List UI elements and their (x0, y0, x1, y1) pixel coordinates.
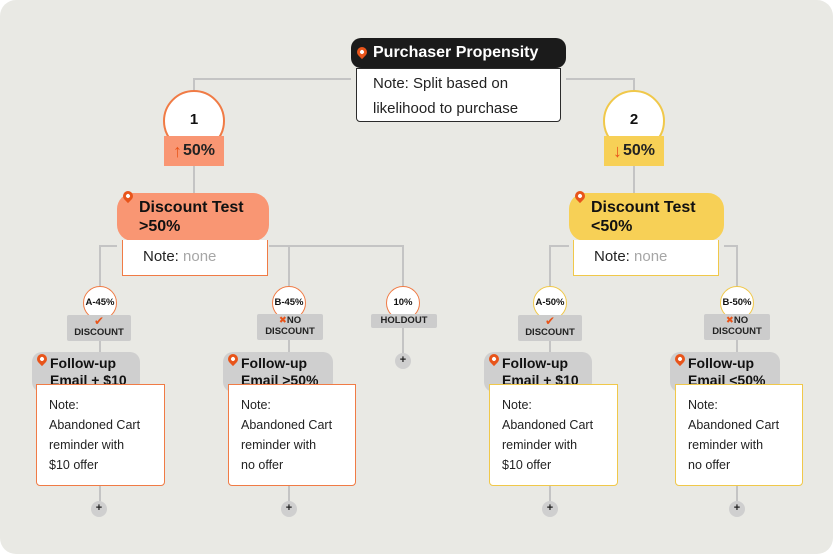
plus-icon[interactable]: + (395, 353, 411, 369)
branch-2-trend-value: 50% (622, 142, 656, 159)
branch-1-test-title-line2: >50% (139, 218, 181, 235)
split-b45-fu-line1: Follow-up (241, 355, 308, 371)
split-a50-note-3: reminder with (502, 438, 578, 452)
split-b50-tag: ✖NO DISCOUNT (704, 314, 770, 340)
branch-1-trend-value: 50% (182, 142, 216, 159)
check-icon: ✔ (544, 314, 556, 328)
split-a45-note-1: Note: (49, 398, 79, 412)
plus-icon[interactable]: + (91, 501, 107, 517)
split-b45-tag: ✖NO DISCOUNT (257, 314, 323, 340)
location-pin-icon (354, 44, 370, 60)
root-title-text: Purchaser Propensity (373, 44, 539, 61)
split-b45-note-3: reminder with (241, 438, 317, 452)
split-a45-tag-text: DISCOUNT (74, 327, 124, 338)
split-a45-pct: A-45% (83, 286, 117, 320)
location-pin-icon (225, 351, 241, 367)
branch-2-note-label: Note: (594, 248, 630, 265)
location-pin-icon (486, 351, 502, 367)
x-icon: ✖ (725, 315, 734, 326)
branch-2-test-title[interactable]: Discount Test <50% (569, 188, 724, 241)
branch-1-trend-badge: ↑ 50% (164, 136, 224, 166)
root-node-title[interactable]: Purchaser Propensity (351, 38, 566, 68)
split-a50-note-4: $10 offer (502, 458, 552, 472)
root-note-line2: likelihood to purchase (373, 100, 519, 117)
split-a45-tag: ✔ DISCOUNT (67, 315, 131, 341)
split-b50-fu-line1: Follow-up (688, 355, 755, 371)
branch-1-test-title[interactable]: Discount Test >50% (117, 188, 269, 241)
split-b50-tag-line2: DISCOUNT (712, 326, 762, 337)
branch-2-test-title-line2: <50% (591, 218, 633, 235)
arrow-down-icon: ↓ (612, 141, 622, 161)
branch-2-test-title-line1: Discount Test (591, 199, 696, 216)
split-b45-tag-line2: DISCOUNT (265, 326, 315, 337)
split-b50-tag-line1-wrap: ✖NO (704, 315, 770, 326)
root-node-note: Note: Split based on likelihood to purch… (356, 68, 561, 122)
plus-icon[interactable]: + (542, 501, 558, 517)
split-b50-note-4: no offer (688, 458, 731, 472)
branch-1-test-note: Note: none (122, 240, 268, 276)
branch-2-test-note: Note: none (573, 240, 719, 276)
split-b50-note-3: reminder with (688, 438, 764, 452)
split-a45-note-2: Abandoned Cart (49, 418, 141, 432)
split-a50-tag-text: DISCOUNT (525, 327, 575, 338)
split-b50-note-2: Abandoned Cart (688, 418, 780, 432)
branch-2-note-value: none (634, 248, 668, 265)
split-a50-note-2: Abandoned Cart (502, 418, 594, 432)
plus-icon[interactable]: + (281, 501, 297, 517)
arrow-up-icon: ↑ (172, 141, 182, 161)
location-pin-icon (34, 351, 50, 367)
check-icon: ✔ (93, 314, 105, 328)
split-a50-followup-note: Note: Abandoned Cart reminder with $10 o… (489, 384, 618, 486)
split-a45-followup-note: Note: Abandoned Cart reminder with $10 o… (36, 384, 165, 486)
split-b45-tag-line1: NO (286, 315, 302, 326)
split-b45-followup-note: Note: Abandoned Cart reminder with no of… (228, 384, 356, 486)
x-icon: ✖ (278, 315, 287, 326)
plus-icon[interactable]: + (729, 501, 745, 517)
split-a50-fu-line1: Follow-up (502, 355, 569, 371)
branch-1-note-value: none (183, 248, 217, 265)
split-a50-note-1: Note: (502, 398, 532, 412)
location-pin-icon (672, 351, 688, 367)
split-b50-tag-line1: NO (733, 315, 749, 326)
split-b45-tag-line1-wrap: ✖NO (257, 315, 323, 326)
branch-1-note-label: Note: (143, 248, 179, 265)
split-b50-note-1: Note: (688, 398, 718, 412)
split-a45-note-3: reminder with (49, 438, 125, 452)
root-note-line1: Note: Split based on (373, 75, 509, 92)
branch-2-trend-badge: ↓ 50% (604, 136, 664, 166)
split-b50-followup-note: Note: Abandoned Cart reminder with no of… (675, 384, 803, 486)
branch-1-test-title-line1: Discount Test (139, 199, 244, 216)
split-a45-fu-line1: Follow-up (50, 355, 117, 371)
split-b45-note-2: Abandoned Cart (241, 418, 333, 432)
split-a50-tag: ✔ DISCOUNT (518, 315, 582, 341)
split-b45-note-1: Note: (241, 398, 271, 412)
split-a50-pct: A-50% (533, 286, 567, 320)
split-b45-note-4: no offer (241, 458, 284, 472)
split-holdout-tag: HOLDOUT (371, 314, 437, 328)
split-a45-note-4: $10 offer (49, 458, 99, 472)
